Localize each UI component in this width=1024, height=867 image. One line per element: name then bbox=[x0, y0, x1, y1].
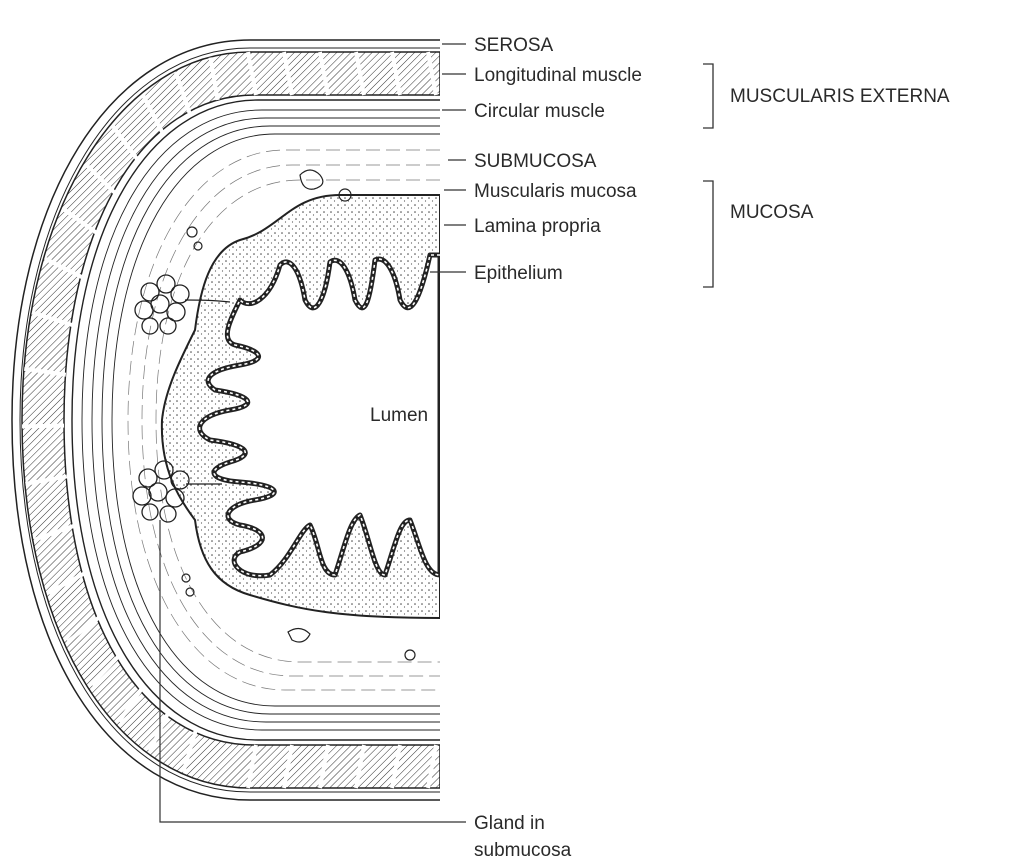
group-muscularis-externa: MUSCULARIS EXTERNA bbox=[730, 86, 950, 107]
label-circular-muscle: Circular muscle bbox=[474, 101, 605, 122]
label-lumen: Lumen bbox=[370, 405, 428, 426]
mucosa-bracket bbox=[703, 181, 713, 287]
label-serosa: SEROSA bbox=[474, 35, 554, 56]
label-gland-line2: submucosa bbox=[474, 840, 572, 861]
label-epithelium: Epithelium bbox=[474, 263, 563, 284]
muscularis-externa-bracket bbox=[703, 64, 713, 128]
label-lamina-propria: Lamina propria bbox=[474, 216, 601, 237]
brackets bbox=[703, 64, 713, 287]
label-submucosa: SUBMUCOSA bbox=[474, 151, 597, 172]
label-gland-line1: Gland in bbox=[474, 813, 545, 834]
label-muscularis-mucosa: Muscularis mucosa bbox=[474, 181, 637, 202]
label-longitudinal-muscle: Longitudinal muscle bbox=[474, 65, 642, 86]
group-mucosa: MUCOSA bbox=[730, 202, 814, 223]
